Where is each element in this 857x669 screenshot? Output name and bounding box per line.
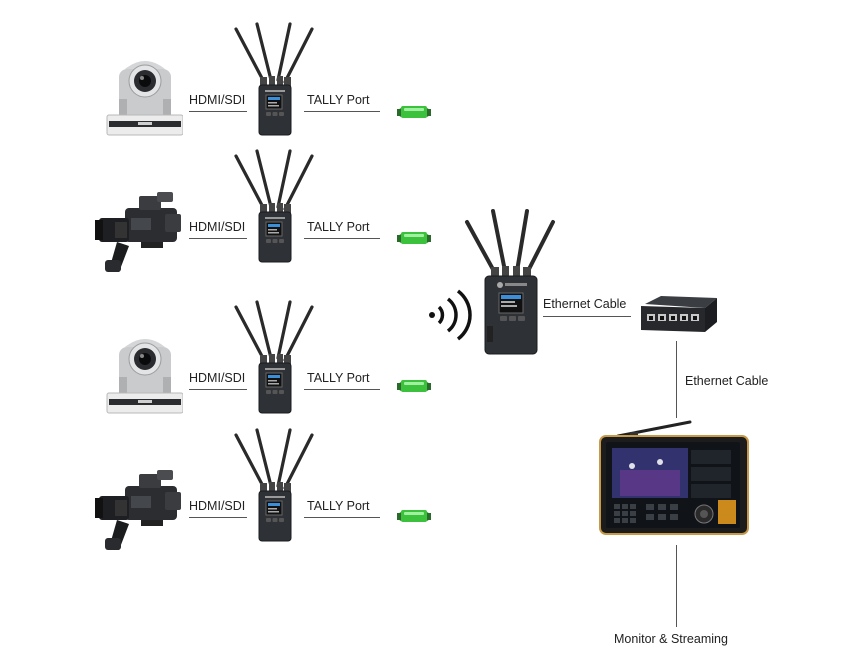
wireless-signal-icon bbox=[426, 288, 476, 342]
tally-port-label-3: TALLY Port bbox=[307, 371, 370, 385]
receiver-ethernet-label: Ethernet Cable bbox=[543, 297, 627, 311]
camcorder-2 bbox=[95, 466, 187, 554]
tally-light-3 bbox=[397, 379, 431, 393]
tally-light-2 bbox=[397, 231, 431, 245]
switch-to-monitor-line bbox=[676, 341, 677, 418]
tally-link-line-3 bbox=[304, 389, 380, 390]
tally-port-label-1: TALLY Port bbox=[307, 93, 370, 107]
tally-link-line-2 bbox=[304, 238, 380, 239]
tally-port-label-2: TALLY Port bbox=[307, 220, 370, 234]
hdmi-sdi-label-4: HDMI/SDI bbox=[189, 499, 246, 513]
transmitter-4 bbox=[228, 428, 320, 543]
transmitter-3 bbox=[228, 300, 320, 415]
switch-ethernet-label: Ethernet Cable bbox=[685, 374, 769, 388]
receiver-ethernet-line bbox=[543, 316, 631, 317]
tally-link-line-1 bbox=[304, 111, 380, 112]
tally-link-line-4 bbox=[304, 517, 380, 518]
hdmi-sdi-label-3: HDMI/SDI bbox=[189, 371, 246, 385]
hdmi-sdi-label-1: HDMI/SDI bbox=[189, 93, 246, 107]
tally-light-1 bbox=[397, 105, 431, 119]
ptz-camera-2 bbox=[105, 333, 184, 415]
monitor-output-line bbox=[676, 545, 677, 627]
tally-light-4 bbox=[397, 509, 431, 523]
hdmi-sdi-label-2: HDMI/SDI bbox=[189, 220, 246, 234]
hdmi-link-line-2 bbox=[189, 238, 247, 239]
camcorder-1 bbox=[95, 188, 187, 276]
monitor-device bbox=[598, 418, 750, 538]
hdmi-link-line-4 bbox=[189, 517, 247, 518]
transmitter-2 bbox=[228, 149, 320, 264]
monitor-streaming-label: Monitor & Streaming bbox=[614, 632, 728, 646]
ptz-camera-1 bbox=[105, 55, 184, 137]
tally-port-label-4: TALLY Port bbox=[307, 499, 370, 513]
network-switch bbox=[639, 290, 719, 336]
hdmi-link-line-1 bbox=[189, 111, 247, 112]
receiver-unit bbox=[455, 205, 567, 357]
transmitter-1 bbox=[228, 22, 320, 137]
hdmi-link-line-3 bbox=[189, 389, 247, 390]
